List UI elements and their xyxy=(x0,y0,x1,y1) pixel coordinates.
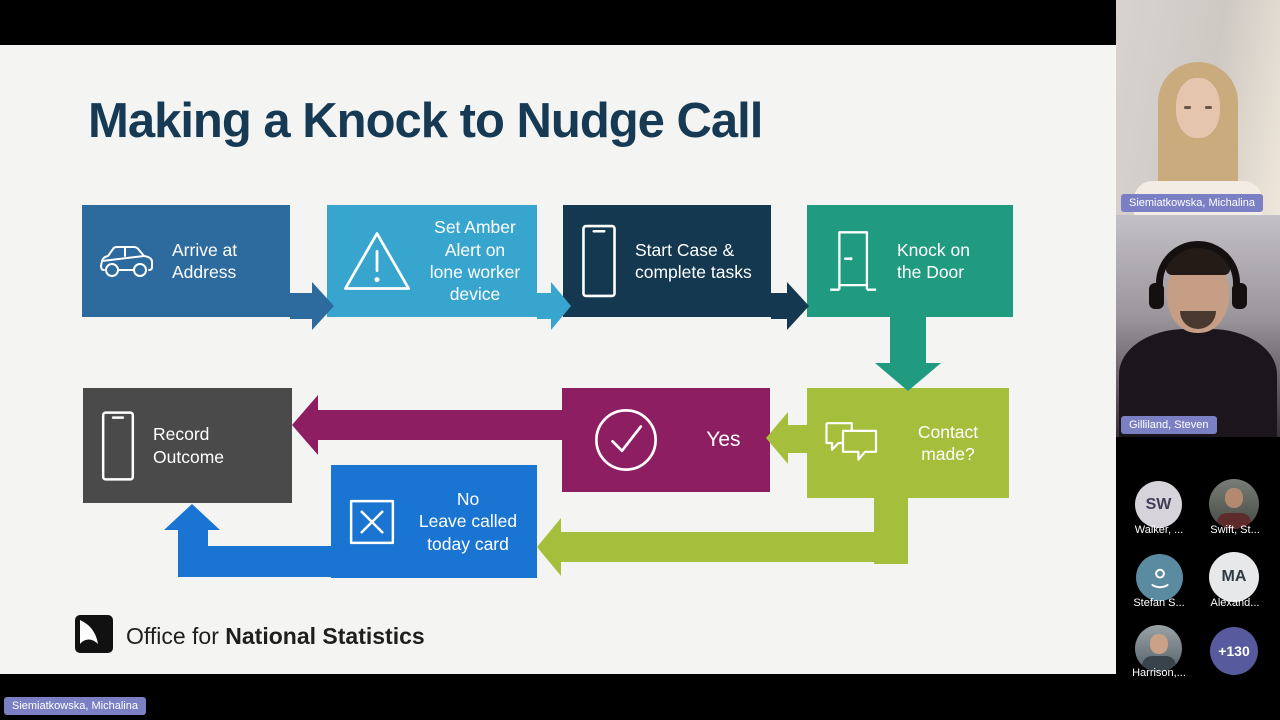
eye xyxy=(1205,106,1212,109)
door-icon xyxy=(821,226,883,296)
arrow-start-to-knock-head xyxy=(787,282,809,330)
flow-box-no: No Leave called today card xyxy=(331,465,537,578)
flow-box-arrive-label: Arrive at Address xyxy=(172,239,238,282)
arrow-knock-to-contact xyxy=(890,317,926,365)
arrow-amber-to-start-head xyxy=(551,282,571,330)
arrow-yes-to-record-head xyxy=(292,395,318,455)
headphone-cup xyxy=(1149,283,1164,309)
overflow-count-label: +130 xyxy=(1218,643,1250,659)
participant-beard xyxy=(1180,311,1216,329)
avatar-photo-face xyxy=(1149,634,1168,654)
headphone-cup xyxy=(1232,283,1247,309)
ons-logo-mark-icon xyxy=(75,615,113,658)
arrow-contact-to-yes xyxy=(788,425,807,453)
flow-box-contact-made: Contact made? xyxy=(807,388,1009,498)
flow-box-no-label: No Leave called today card xyxy=(418,488,518,554)
flow-box-amber-alert-label: Set Amber Alert on lone worker device xyxy=(429,217,521,305)
eye xyxy=(1184,106,1191,109)
car-icon xyxy=(96,240,158,282)
ons-logo-text: Office for National Statistics xyxy=(126,623,425,649)
overflow-count-badge[interactable]: +130 xyxy=(1210,627,1258,675)
flow-box-knock-door-label: Knock on the Door xyxy=(897,239,970,282)
phone-icon xyxy=(97,408,139,484)
avatar-alexander[interactable]: MA xyxy=(1209,552,1259,602)
avatar-walker[interactable]: SW xyxy=(1135,481,1182,528)
presentation-slide: Making a Knock to Nudge Call Arrive at A… xyxy=(0,45,1116,674)
flow-box-record-outcome-label: Record Outcome xyxy=(153,424,224,467)
arrow-amber-to-start xyxy=(537,293,551,319)
flow-box-amber-alert: Set Amber Alert on lone worker device xyxy=(327,205,537,317)
video-name-badge: Siemiatkowska, Michalina xyxy=(1121,194,1263,212)
avatar-photo-face xyxy=(1225,488,1243,508)
arrow-contact-to-no-arm xyxy=(560,532,908,562)
participant-label: Swift, St... xyxy=(1210,524,1260,536)
bottom-bar: Siemiatkowska, Michalina xyxy=(0,674,1116,720)
slide-title: Making a Knock to Nudge Call xyxy=(88,94,763,148)
arrow-no-to-record-stem xyxy=(178,529,208,577)
flow-box-yes: Yes xyxy=(562,388,770,492)
flow-box-contact-made-label: Contact made? xyxy=(917,421,979,464)
participants-sidebar: Siemiatkowska, Michalina Gilliland, Stev… xyxy=(1116,0,1280,720)
arrow-arrive-to-amber-head xyxy=(312,282,334,330)
flow-box-knock-door: Knock on the Door xyxy=(807,205,1013,317)
chat-bubbles-icon xyxy=(821,416,887,470)
arrow-yes-to-record xyxy=(318,410,562,440)
avatar-harrison[interactable] xyxy=(1135,625,1182,672)
avatar-initials: SW xyxy=(1145,495,1172,513)
video-name-badge: Gilliland, Steven xyxy=(1121,416,1217,434)
arrow-no-to-record-head xyxy=(164,504,220,530)
avatar-swift[interactable] xyxy=(1209,479,1259,529)
avatar-photo-body xyxy=(1217,513,1251,529)
avatar-photo-body xyxy=(1141,656,1176,672)
flow-box-start-case: Start Case & complete tasks xyxy=(563,205,771,317)
arrow-contact-to-no-head xyxy=(537,518,561,576)
avatar-initials: MA xyxy=(1221,568,1247,585)
arrow-start-to-knock xyxy=(771,293,787,319)
arrow-contact-to-yes-head xyxy=(766,412,788,464)
flow-box-yes-label: Yes xyxy=(706,427,741,451)
headphones-icon xyxy=(1156,241,1240,285)
avatar-stefan[interactable] xyxy=(1136,554,1183,601)
screen-share-area: Making a Knock to Nudge Call Arrive at A… xyxy=(0,45,1116,720)
checkmark-circle-icon xyxy=(591,405,661,475)
participant-face xyxy=(1176,78,1220,138)
flow-box-start-case-label: Start Case & complete tasks xyxy=(635,239,752,282)
participant-label: Harrison,... xyxy=(1132,667,1186,679)
arrow-arrive-to-amber xyxy=(290,293,312,319)
participant-label: Alexand... xyxy=(1210,597,1260,609)
ons-logo: Office for National Statistics xyxy=(75,615,425,658)
participant-label: Walker, ... xyxy=(1134,524,1184,536)
arrow-knock-to-contact-head xyxy=(875,363,941,391)
warning-triangle-icon xyxy=(341,228,413,294)
video-tile-siemiatkowska[interactable]: Siemiatkowska, Michalina xyxy=(1116,0,1280,215)
flow-box-arrive: Arrive at Address xyxy=(82,205,290,317)
phone-icon xyxy=(577,222,621,300)
participant-label: Stefan S... xyxy=(1133,597,1185,609)
flow-box-record-outcome: Record Outcome xyxy=(83,388,292,503)
video-tile-gilliland[interactable]: Gilliland, Steven xyxy=(1116,215,1280,437)
presenter-name-badge: Siemiatkowska, Michalina xyxy=(4,697,146,715)
person-icon xyxy=(1150,568,1169,588)
x-square-icon xyxy=(345,495,399,549)
